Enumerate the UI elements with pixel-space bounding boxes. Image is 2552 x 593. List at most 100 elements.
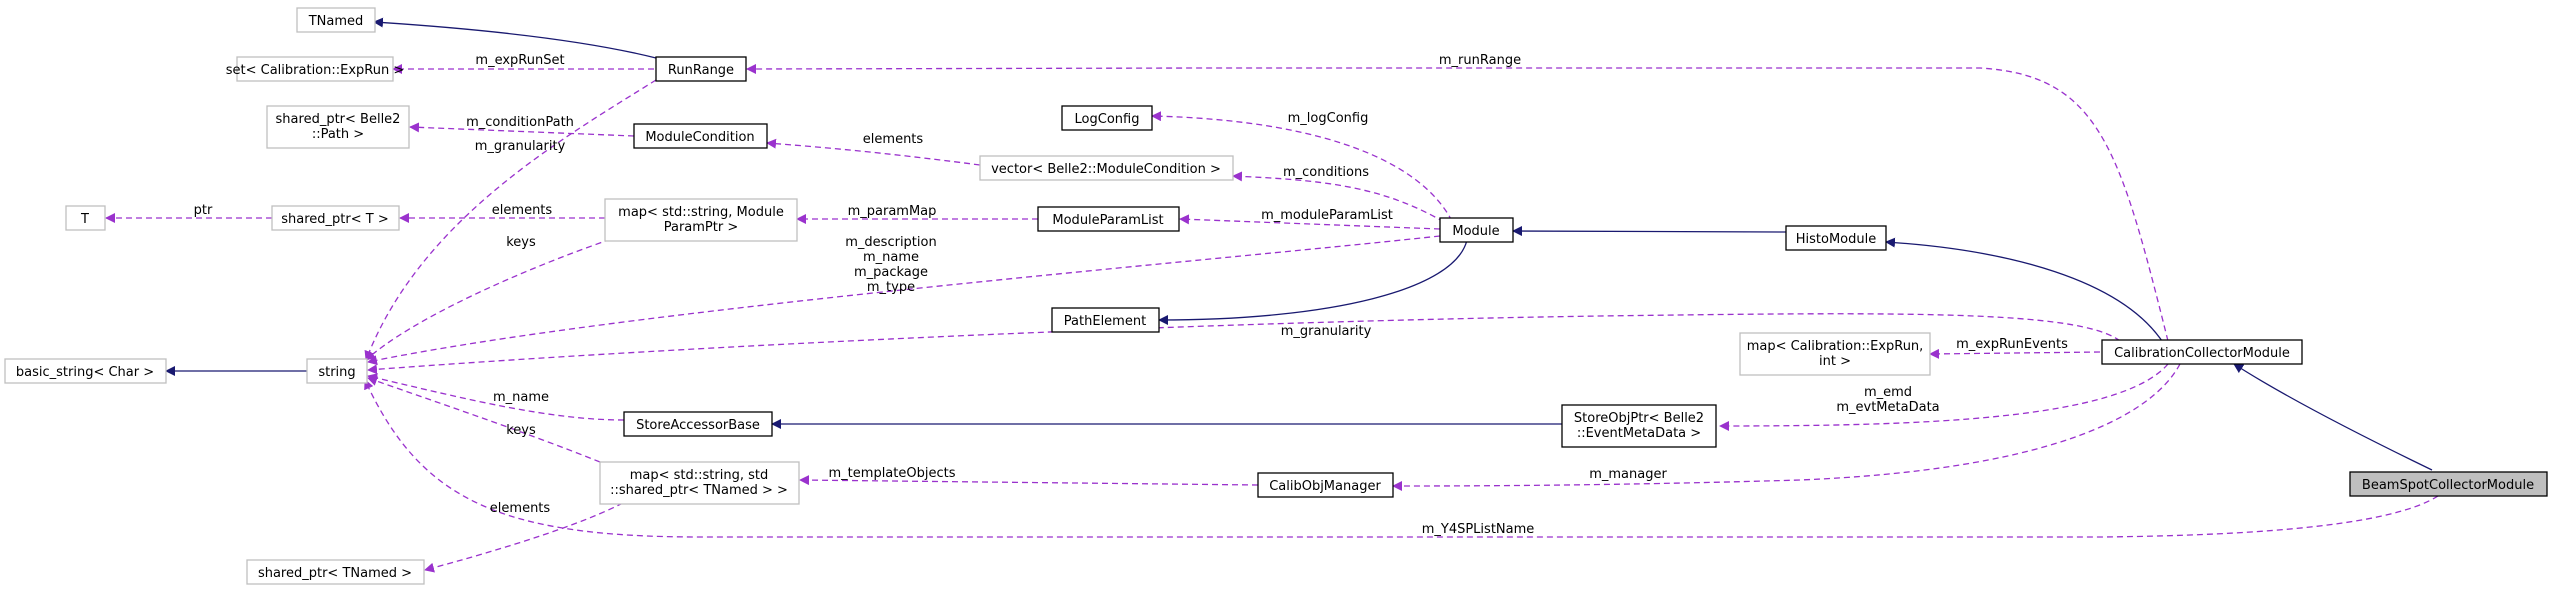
edge-histomodule-inherits-module: [1512, 226, 1787, 237]
edge-label-m-moduleparamlist: m_moduleParamList: [1261, 208, 1393, 223]
edge-modulecondition-m-conditionpath: [409, 122, 635, 137]
svg-text:map< std::string, std::shared_: map< std::string, std::shared_ptr< TName…: [610, 468, 788, 498]
edge-ccm-m-manager: [1392, 363, 2181, 491]
edge-string-m-granularity-runrange: [364, 79, 657, 361]
text-line: StoreAccessorBase: [636, 418, 760, 433]
class-node-shared-ptr-path[interactable]: shared_ptr< Belle2::Path >: [266, 105, 410, 149]
edge-label-ptr: ptr: [194, 203, 213, 218]
class-node-module[interactable]: Module: [1439, 217, 1514, 243]
class-node-storeobjptr-eventmetadata[interactable]: StoreObjPtr< Belle2::EventMetaData >: [1561, 404, 1717, 448]
class-node-map-exprun-int[interactable]: map< Calibration::ExpRun,int >: [1739, 332, 1931, 376]
text-line: m_name: [863, 250, 919, 265]
class-node-vector-modulecondition[interactable]: vector< Belle2::ModuleCondition >: [979, 155, 1234, 181]
text-line: map< Calibration::ExpRun,: [1747, 339, 1924, 354]
edge-label-m-logconfig: m_logConfig: [1288, 111, 1369, 126]
class-node-storeaccessorbase[interactable]: StoreAccessorBase: [623, 411, 773, 437]
class-node-calibrationcollectormodule[interactable]: CalibrationCollectorModule: [2101, 339, 2303, 365]
text-line: shared_ptr< TNamed >: [258, 566, 412, 581]
text-line: ptr: [194, 203, 213, 218]
class-node-calibobjmanager[interactable]: CalibObjManager: [1257, 472, 1394, 498]
edge-label-m-runrange: m_runRange: [1439, 53, 1521, 68]
text-line: ::Path >: [312, 127, 364, 142]
edge-label-elements-shared-tnamed: elements: [490, 501, 551, 516]
edge-storeaccessorbase-m-name: [367, 373, 625, 421]
edge-label-keys-map-tnamed: keys: [506, 423, 536, 438]
edge-label-m-y4splistname: m_Y4SPListName: [1422, 522, 1535, 537]
text-line: LogConfig: [1075, 112, 1140, 127]
edge-label-m-name: m_name: [493, 390, 549, 405]
svg-text:RunRange: RunRange: [668, 63, 734, 78]
class-node-beamspotcollectormodule[interactable]: BeamSpotCollectorModule: [2349, 471, 2548, 497]
edge-label-m-conditionpath: m_conditionPath: [466, 115, 574, 130]
class-node-runrange[interactable]: RunRange: [655, 56, 747, 82]
text-line: m_granularity: [475, 139, 566, 154]
text-line: m_description: [845, 235, 936, 250]
edge-ccm-inherits-histomodule: [1885, 237, 2163, 342]
text-line: map< std::string, std: [630, 468, 769, 483]
svg-text:set< Calibration::ExpRun >: set< Calibration::ExpRun >: [226, 63, 405, 78]
svg-text:T: T: [80, 212, 89, 227]
text-line: elements: [863, 132, 924, 147]
edge-label-m-exprunevents: m_expRunEvents: [1956, 337, 2068, 352]
text-line: m_name: [493, 390, 549, 405]
svg-text:shared_ptr< Belle2::Path >: shared_ptr< Belle2::Path >: [276, 112, 401, 142]
edge-label-m-exprunset: m_expRunSet: [475, 53, 564, 68]
class-node-string[interactable]: string: [306, 358, 368, 384]
text-line: elements: [492, 203, 553, 218]
svg-text:StoreAccessorBase: StoreAccessorBase: [636, 418, 760, 433]
text-line: m_logConfig: [1288, 111, 1369, 126]
edge-label-m-granularity-ccm: m_granularity: [1281, 324, 1372, 339]
edge-vector-elements-modulecondition: [766, 138, 981, 166]
class-node-shared-ptr-t[interactable]: shared_ptr< T >: [271, 205, 400, 231]
text-line: BeamSpotCollectorModule: [2362, 478, 2534, 493]
svg-text:Module: Module: [1452, 224, 1499, 239]
class-node-shared-ptr-tnamed[interactable]: shared_ptr< TNamed >: [246, 559, 425, 585]
text-line: m_expRunEvents: [1956, 337, 2068, 352]
text-line: keys: [506, 423, 536, 438]
class-node-set-exprun[interactable]: set< Calibration::ExpRun >: [226, 56, 405, 82]
edge-label-m-templateobjects: m_templateObjects: [829, 466, 956, 481]
svg-text:TNamed: TNamed: [308, 14, 364, 29]
class-node-tnamed[interactable]: TNamed: [296, 7, 376, 33]
edge-label-m-granularity-runrange: m_granularity: [475, 139, 566, 154]
text-line: m_templateObjects: [829, 466, 956, 481]
edge-beamspot-inherits-ccm: [2233, 363, 2433, 471]
edge-label-m-conditions: m_conditions: [1283, 165, 1369, 180]
edge-label-keys-map-param: keys: [506, 235, 536, 250]
edge-label-m-manager: m_manager: [1589, 467, 1667, 482]
class-node-modulecondition[interactable]: ModuleCondition: [633, 123, 768, 149]
class-node-histomodule[interactable]: HistoModule: [1785, 225, 1887, 251]
svg-text:LogConfig: LogConfig: [1075, 112, 1140, 127]
class-node-basic-string[interactable]: basic_string< Char >: [4, 358, 167, 384]
text-line: HistoModule: [1796, 232, 1876, 247]
class-node-t[interactable]: T: [65, 205, 106, 231]
class-node-map-shared-ptr-tnamed[interactable]: map< std::string, std::shared_ptr< TName…: [599, 461, 800, 505]
text-line: shared_ptr< T >: [281, 212, 388, 227]
svg-text:CalibObjManager: CalibObjManager: [1269, 479, 1381, 494]
text-line: m_granularity: [1281, 324, 1372, 339]
edge-label-elements-modulecondition: elements: [863, 132, 924, 147]
text-line: TNamed: [308, 14, 364, 29]
svg-text:ModuleCondition: ModuleCondition: [645, 130, 754, 145]
text-line: set< Calibration::ExpRun >: [226, 63, 405, 78]
edge-map-tnamed-keys-string: [367, 376, 601, 463]
class-node-moduleparamlist[interactable]: ModuleParamList: [1037, 206, 1180, 232]
text-line: string: [318, 365, 355, 380]
svg-text:HistoModule: HistoModule: [1796, 232, 1876, 247]
edge-module-m-moduleparamlist: [1179, 214, 1441, 230]
edge-module-inherits-pathelement: [1158, 239, 1468, 325]
text-line: m_moduleParamList: [1261, 208, 1393, 223]
svg-text:map< Calibration::ExpRun,int >: map< Calibration::ExpRun,int >: [1747, 339, 1924, 369]
class-node-logconfig[interactable]: LogConfig: [1061, 105, 1153, 131]
edge-beamspot-m-y4splistname: [364, 379, 2439, 538]
text-line: m_conditions: [1283, 165, 1369, 180]
svg-text:PathElement: PathElement: [1064, 314, 1146, 329]
text-line: m_expRunSet: [475, 53, 564, 68]
svg-text:ModuleParamList: ModuleParamList: [1052, 213, 1163, 228]
text-line: ParamPtr >: [664, 220, 739, 235]
class-node-pathelement[interactable]: PathElement: [1051, 307, 1160, 333]
